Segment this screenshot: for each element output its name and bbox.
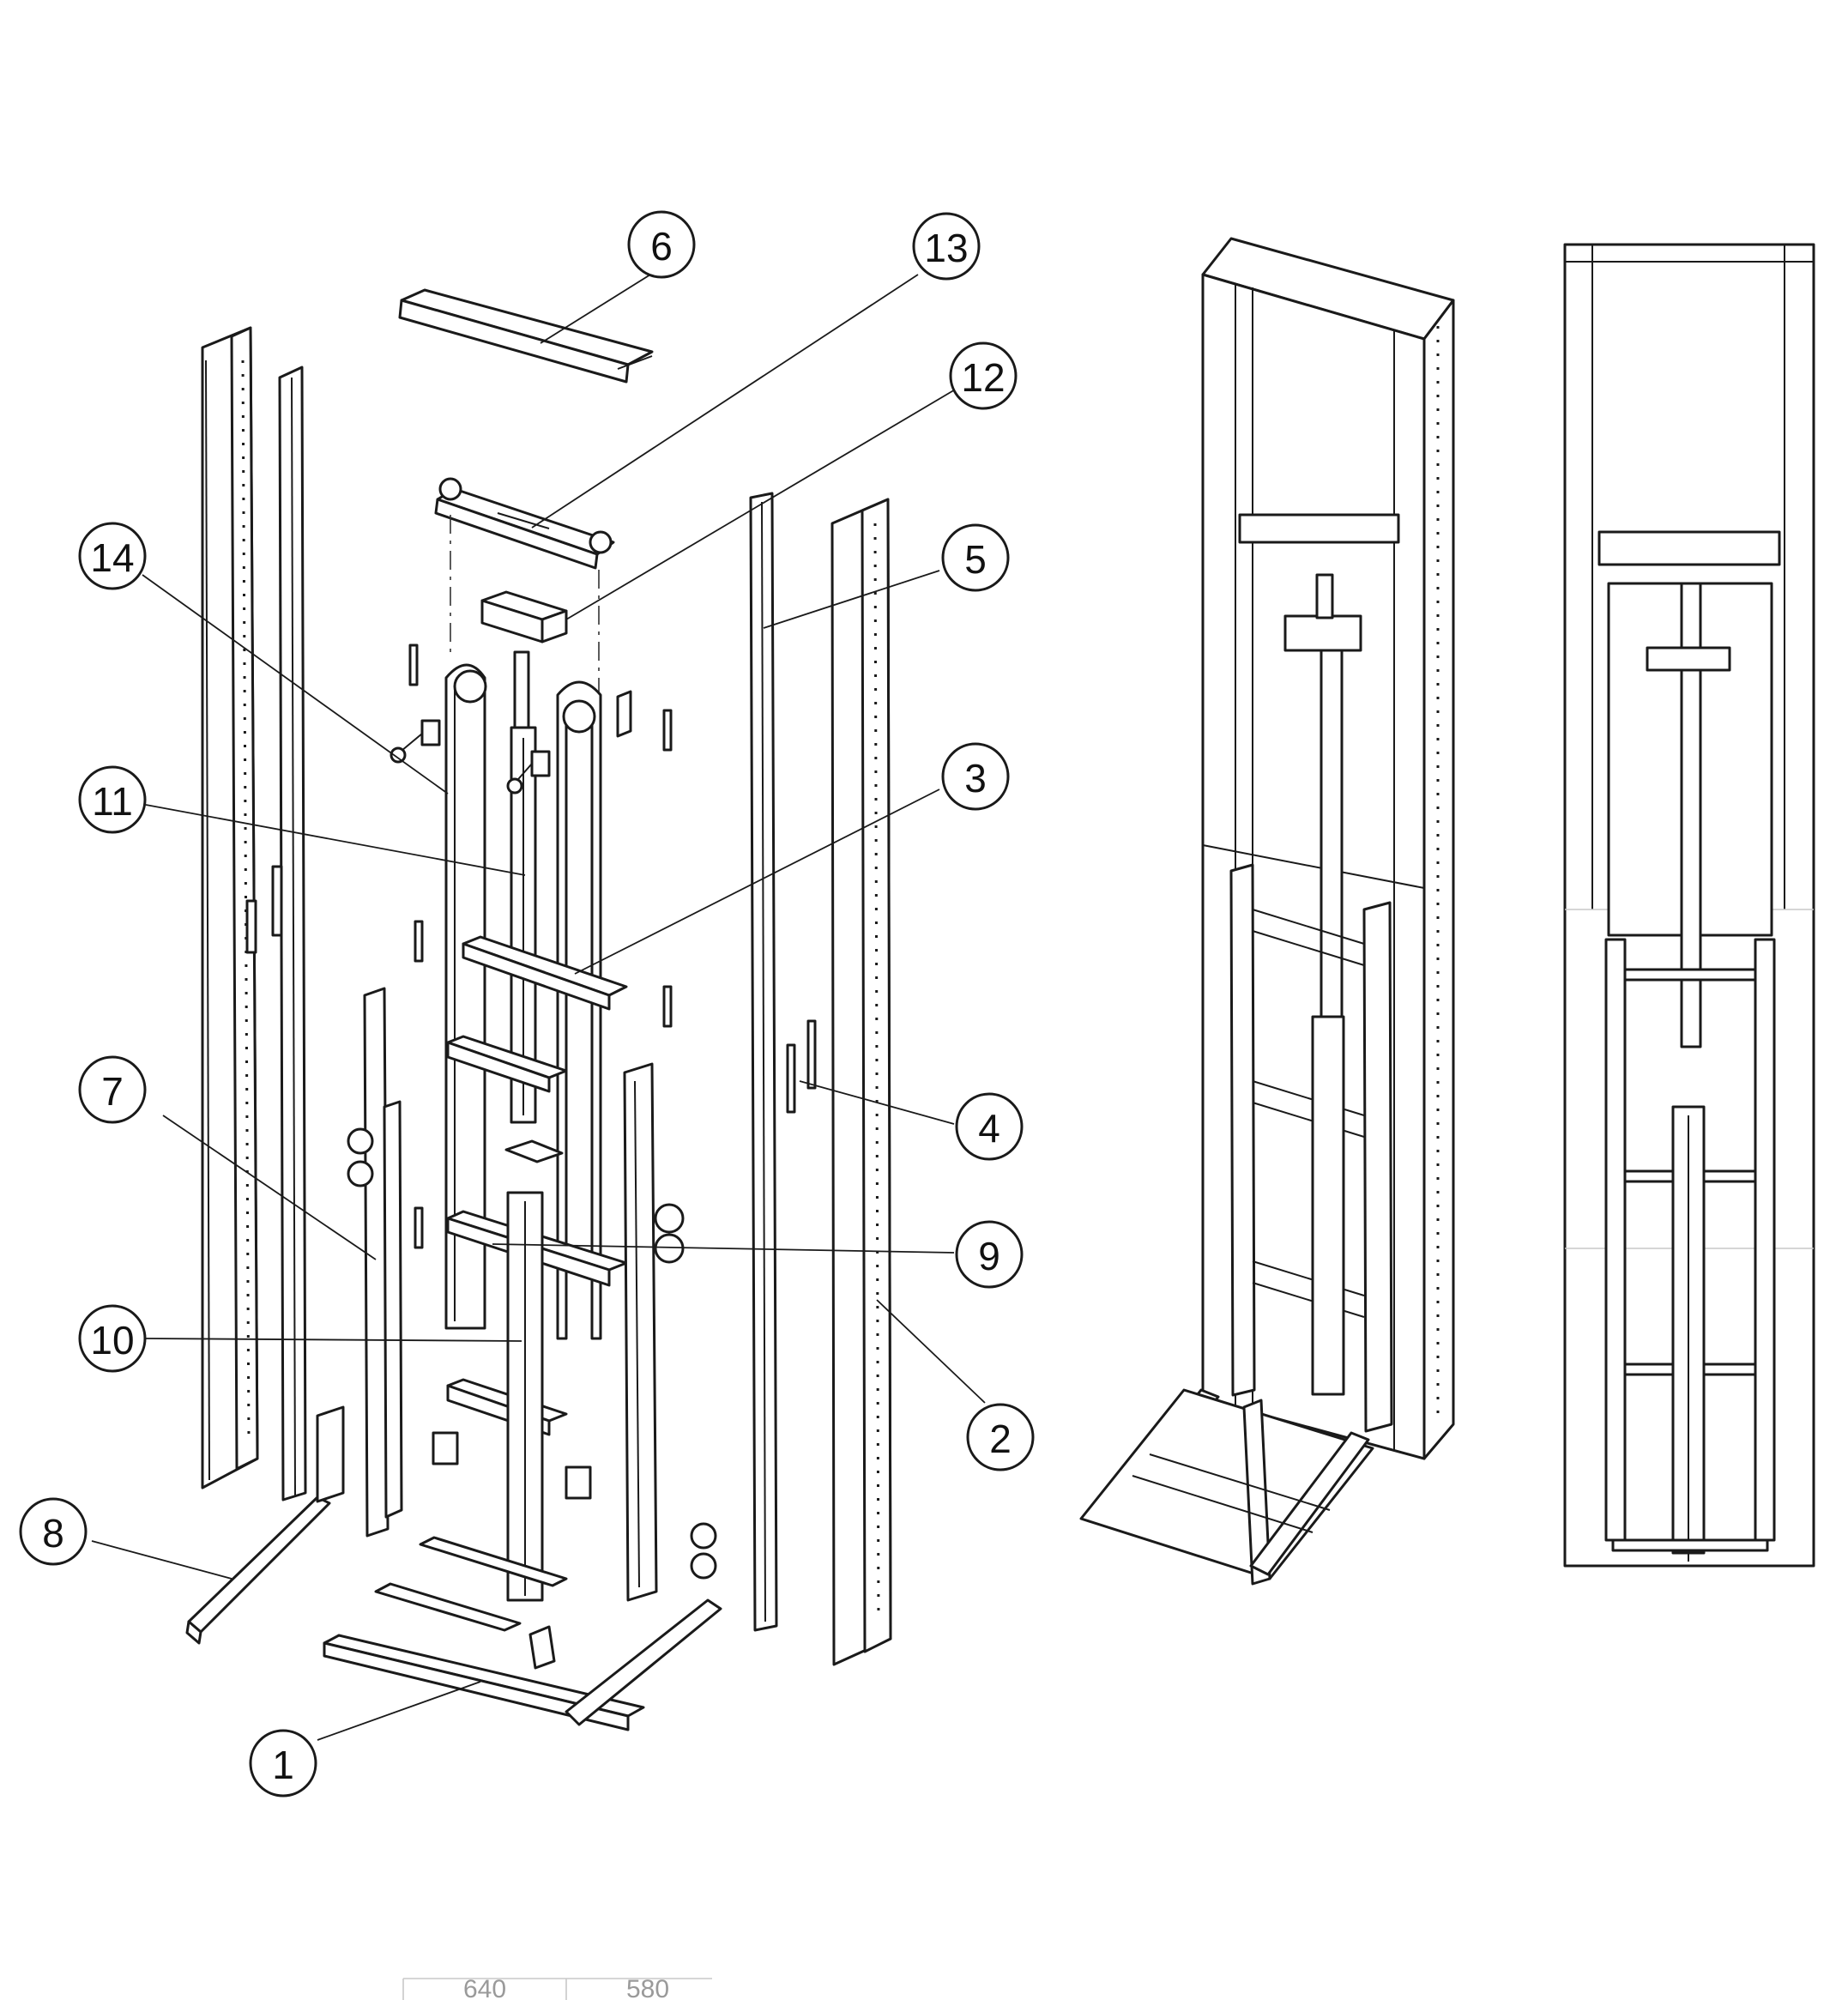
callout-4-label: 4	[978, 1106, 1000, 1151]
base-rail	[185, 1405, 345, 1645]
right-mast-channel	[830, 498, 892, 1666]
callout-14: 14	[78, 522, 147, 590]
callout-5-label: 5	[964, 537, 987, 582]
callout-1-label: 1	[272, 1743, 294, 1787]
top-crossbar-assembly	[434, 477, 615, 570]
spring-bolt-right	[506, 750, 551, 795]
assembled-isometric-view	[1079, 237, 1455, 1586]
callout-8-label: 8	[42, 1511, 64, 1556]
dimension-table-fragment: 640 580	[402, 1975, 712, 2000]
callout-3: 3	[941, 742, 1010, 811]
right-guide-rail	[749, 492, 778, 1632]
callout-5: 5	[941, 523, 1010, 592]
left-rear-mast-channel	[201, 326, 259, 1489]
callout-2-label: 2	[989, 1417, 1012, 1461]
bumper-blocks	[432, 1431, 592, 1500]
guide-pads	[408, 644, 673, 1249]
callout-1: 1	[249, 1729, 317, 1798]
front-elevation-view	[1563, 243, 1815, 1568]
callout-10-label: 10	[90, 1318, 134, 1363]
carriage-left-upright	[347, 987, 403, 1538]
central-piston	[510, 650, 537, 1124]
callout-2: 2	[966, 1403, 1035, 1471]
hoist-block	[480, 590, 568, 644]
inner-lifting-frame	[444, 663, 632, 1340]
table-value-580: 580	[626, 1975, 669, 2000]
callout-13-label: 13	[924, 226, 968, 270]
callout-12: 12	[949, 341, 1018, 410]
callout-6: 6	[627, 210, 696, 279]
callout-14-label: 14	[90, 535, 134, 580]
callout-7-label: 7	[101, 1069, 124, 1114]
exploded-view	[185, 288, 892, 1731]
callout-9: 9	[955, 1220, 1024, 1289]
callout-7: 7	[78, 1055, 147, 1124]
mid-crossbeam	[462, 935, 628, 1011]
upper-crossbeam	[446, 1035, 568, 1093]
callout-10: 10	[78, 1304, 147, 1373]
top-cover-plate	[398, 288, 654, 384]
base-frame	[323, 1522, 722, 1731]
left-front-mast-channel	[245, 366, 307, 1502]
mounting-brackets	[786, 1019, 817, 1114]
telescopic-column	[506, 1191, 544, 1602]
spring-bolt-left	[390, 719, 441, 764]
leader-lines	[91, 267, 986, 1741]
carriage-right-upright	[623, 1062, 685, 1602]
callout-8: 8	[19, 1497, 88, 1566]
callout-13: 13	[912, 212, 981, 281]
callout-9-label: 9	[978, 1234, 1000, 1278]
callout-6-label: 6	[650, 224, 673, 269]
callout-12-label: 12	[961, 355, 1005, 400]
table-value-640: 640	[463, 1975, 506, 2000]
callout-11: 11	[78, 765, 147, 834]
callout-11-label: 11	[92, 779, 133, 824]
callout-4: 4	[955, 1092, 1024, 1161]
callout-3-label: 3	[964, 756, 987, 801]
